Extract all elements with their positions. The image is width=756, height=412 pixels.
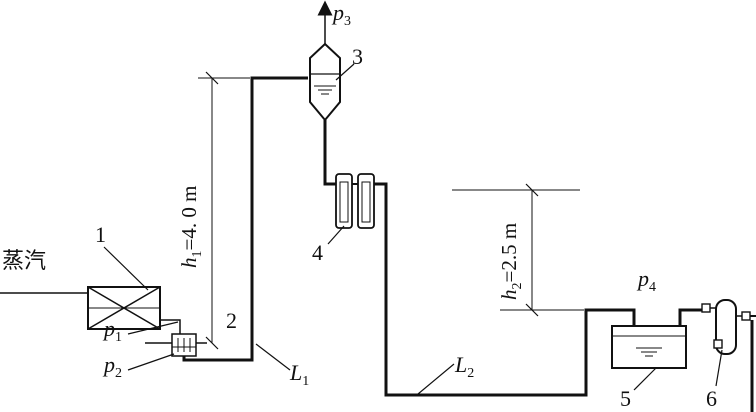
leader-1 (103, 246, 149, 291)
leader-3 (335, 63, 355, 81)
pressure-label-p3: p3 (331, 0, 351, 29)
device-6 (701, 299, 756, 412)
component-label-2: 2 (226, 308, 237, 333)
leader-p1 (127, 321, 179, 335)
leader-p2 (127, 353, 175, 371)
leader-L1 (255, 343, 291, 371)
height-h2-dimension (452, 183, 584, 317)
height-h1-dimension (198, 71, 250, 350)
pressure-label-p1: p1 (102, 316, 122, 345)
pipe-tank-to-6 (678, 308, 703, 326)
component-label-4: 4 (312, 240, 323, 265)
separator-vessel-3 (309, 42, 341, 122)
pressure-label-p2: p2 (102, 352, 122, 381)
h1-label: h1=4. 0 m (177, 186, 205, 268)
leader-6 (715, 349, 723, 387)
pipe-L1 (182, 76, 308, 362)
component-label-1: 1 (95, 222, 106, 247)
component-label-3: 3 (352, 44, 363, 69)
leader-L2 (417, 363, 455, 395)
pipe-L2 (374, 182, 636, 397)
pump-device (145, 333, 207, 357)
component-label-6: 6 (706, 386, 717, 411)
pipe-label-L1: L1 (289, 360, 309, 389)
heater-pump-connector (160, 319, 181, 334)
pipe-label-L2: L2 (454, 352, 474, 381)
tank-5 (611, 325, 687, 369)
component-label-5: 5 (620, 386, 631, 411)
heater-box-1 (87, 286, 161, 330)
h2-label: h2=2.5 m (497, 223, 525, 300)
pressure-label-p4: p4 (636, 266, 656, 295)
leader-4 (327, 225, 345, 245)
pipe-separator-to-4 (323, 120, 336, 186)
u-tube-device-4 (335, 173, 375, 229)
leader-5 (633, 367, 657, 391)
steam-label: 蒸汽 (2, 249, 46, 274)
